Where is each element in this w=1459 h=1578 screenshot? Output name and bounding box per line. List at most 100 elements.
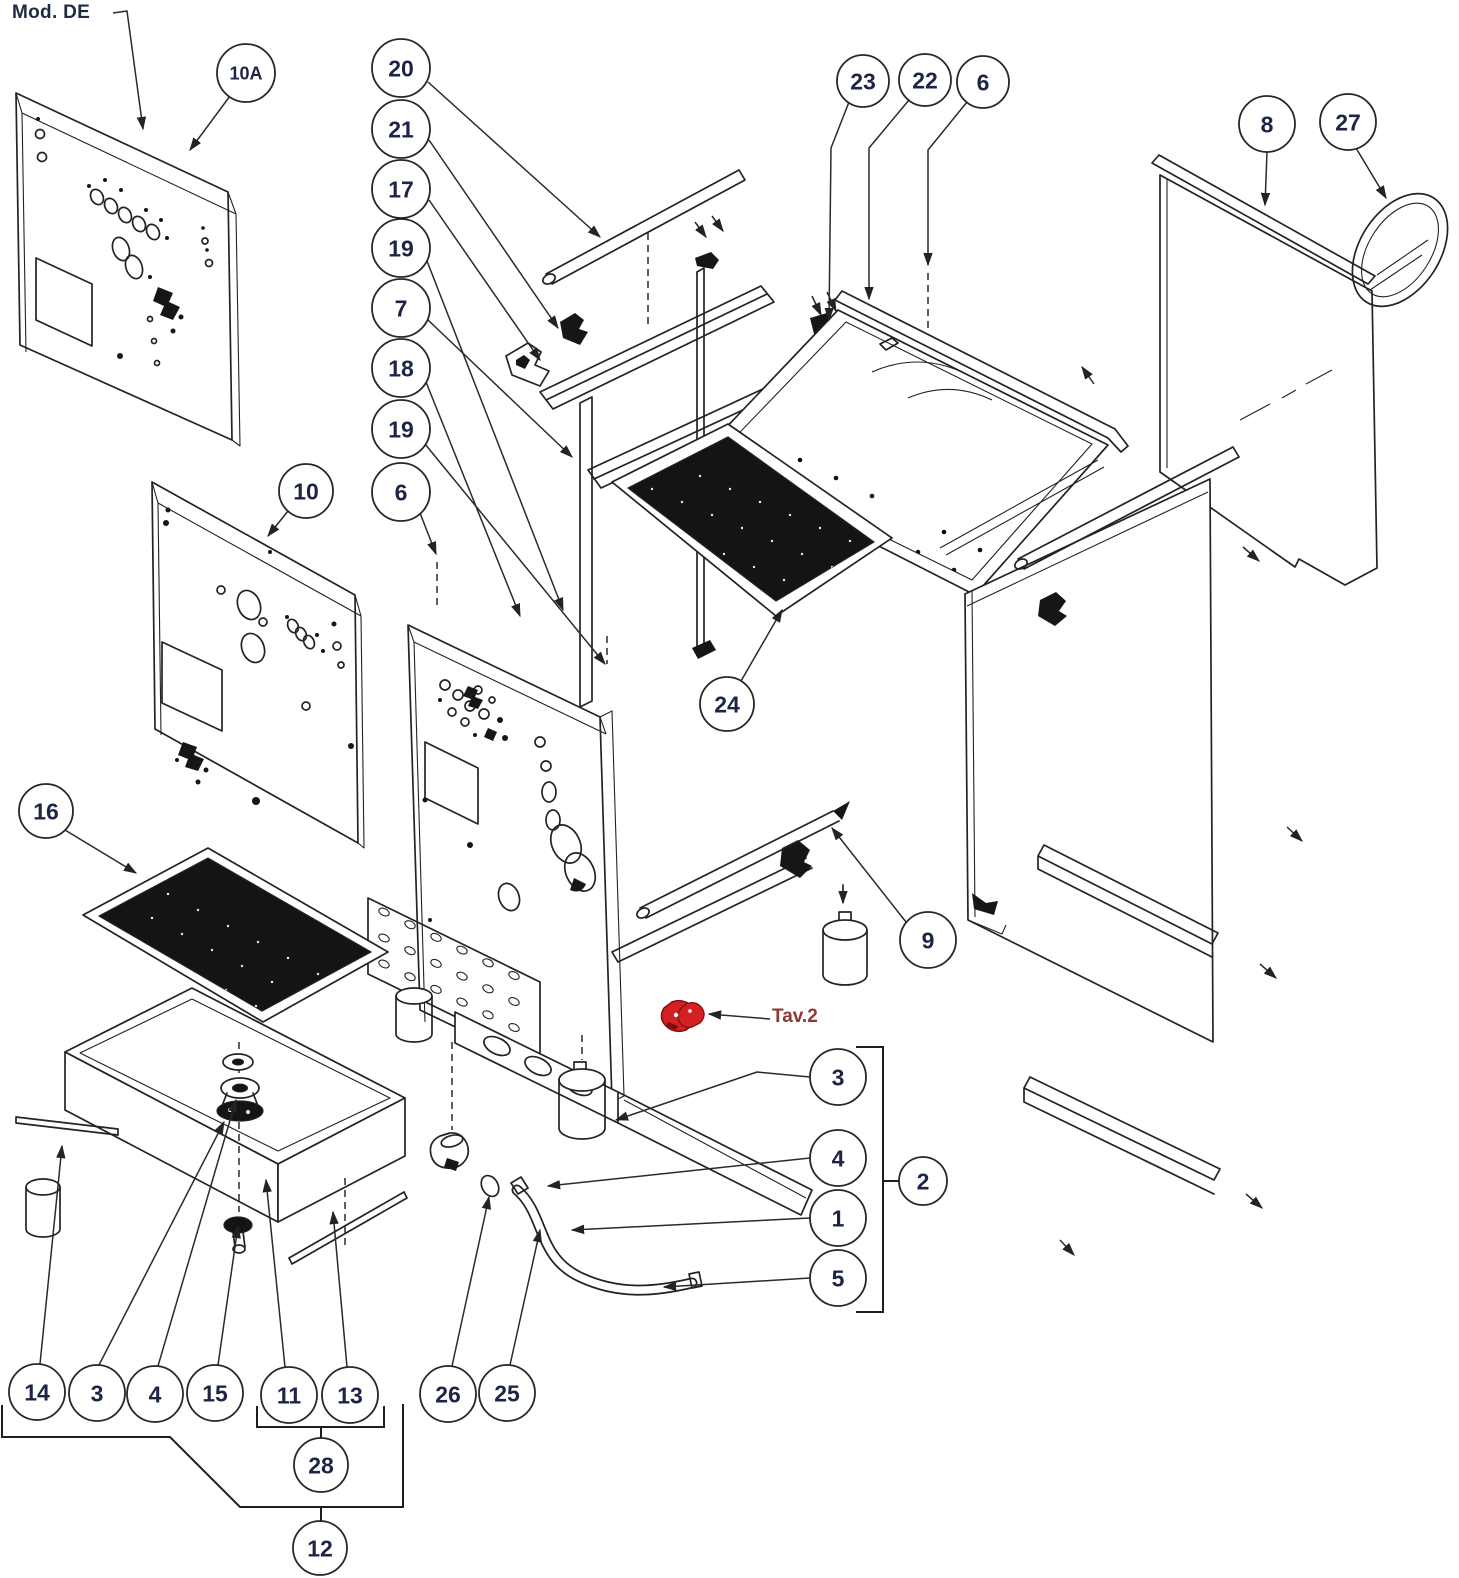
svg-text:8: 8 xyxy=(1261,111,1274,137)
boiler-cylinder-right xyxy=(822,884,868,986)
balloon-16: 16 xyxy=(18,783,138,874)
svg-text:18: 18 xyxy=(388,355,414,381)
leader-15 xyxy=(217,1224,241,1366)
svg-text:28: 28 xyxy=(308,1452,334,1478)
leader-25 xyxy=(509,1228,542,1366)
balloon-23: 23 xyxy=(824,54,890,322)
svg-text:23: 23 xyxy=(850,68,876,94)
rear-mounting-bracket-mid xyxy=(1037,844,1219,958)
drain-elbow-26 xyxy=(429,1042,500,1198)
side-panel-10 xyxy=(151,481,365,849)
balloon-4r: 4 xyxy=(546,1129,867,1190)
svg-text:20: 20 xyxy=(388,55,414,81)
chassis-base xyxy=(367,897,813,1216)
support-rod-20 xyxy=(542,169,746,285)
rear-mounting-bracket-bottom xyxy=(1023,1076,1221,1195)
svg-text:19: 19 xyxy=(388,235,414,261)
screw-arrow-4 xyxy=(1081,365,1095,385)
balloon-27: 27 xyxy=(1319,93,1387,200)
balloon-18: 18 xyxy=(371,338,521,618)
balloon-11: 11 xyxy=(260,1178,318,1424)
leader-21 xyxy=(428,139,559,330)
leader-4b xyxy=(157,1098,238,1367)
leader-5r xyxy=(662,1277,811,1291)
screw-arrow-1 xyxy=(826,291,837,313)
side-panel-10a-mod-de xyxy=(15,92,241,447)
screw-arrow-3 xyxy=(711,215,724,233)
balloon-10a: 10A xyxy=(189,43,276,152)
slide-rail-9 xyxy=(611,840,813,963)
svg-text:21: 21 xyxy=(388,116,414,142)
leader-6b xyxy=(419,512,437,556)
balloon-8: 8 xyxy=(1238,95,1296,207)
balloon-3b: 3 xyxy=(68,1120,225,1422)
balloon-19a: 19 xyxy=(371,218,564,612)
leader-22 xyxy=(864,99,910,301)
screw-arrow-8 xyxy=(1245,1193,1264,1209)
svg-text:9: 9 xyxy=(922,927,935,953)
mounting-bracket-17 xyxy=(505,342,608,664)
balloon-10: 10 xyxy=(267,463,334,538)
balloon-14: 14 xyxy=(8,1144,66,1421)
balloon-9: 9 xyxy=(831,826,957,969)
leader-18 xyxy=(425,381,521,618)
mod-de-label: Mod. DE xyxy=(12,2,91,23)
leader-14 xyxy=(39,1144,66,1365)
svg-text:4: 4 xyxy=(149,1381,162,1407)
brand-badge-27 xyxy=(1351,192,1449,308)
svg-text:22: 22 xyxy=(912,67,938,93)
svg-text:3: 3 xyxy=(91,1380,104,1406)
leader-23 xyxy=(824,101,850,322)
balloon-12: 12 xyxy=(292,1520,348,1576)
balloon-7: 7 xyxy=(371,278,573,458)
trim-strip-13 xyxy=(288,1178,408,1265)
leader-19b xyxy=(424,443,606,666)
small-cylinder-left xyxy=(25,1178,61,1238)
svg-text:16: 16 xyxy=(33,798,59,824)
svg-text:19: 19 xyxy=(388,416,414,442)
svg-text:3: 3 xyxy=(832,1064,845,1090)
svg-text:24: 24 xyxy=(714,691,740,717)
balloon-17: 17 xyxy=(371,159,541,362)
svg-text:17: 17 xyxy=(388,176,414,202)
screw-arrow-7 xyxy=(1259,963,1278,979)
balloon-13: 13 xyxy=(321,1210,379,1424)
back-panel xyxy=(407,624,625,1103)
leader-17 xyxy=(428,199,541,362)
svg-text:2: 2 xyxy=(917,1168,930,1194)
balloon-1r: 1 xyxy=(570,1189,867,1247)
balloon-28: 28 xyxy=(293,1437,349,1493)
group-12-bracket xyxy=(1,1404,404,1508)
screw-arrow-6 xyxy=(1286,826,1303,842)
drip-tray xyxy=(64,987,406,1223)
drain-fitting xyxy=(216,1042,264,1254)
small-cylinder-center xyxy=(395,987,433,1043)
leader-8 xyxy=(1260,151,1271,207)
balloon-19b: 19 xyxy=(371,399,606,666)
leader-19a xyxy=(426,260,564,612)
leader-26 xyxy=(451,1195,492,1367)
balloon-6t: 6 xyxy=(923,55,1010,331)
svg-text:14: 14 xyxy=(24,1379,50,1405)
svg-text:27: 27 xyxy=(1335,109,1361,135)
svg-text:11: 11 xyxy=(277,1382,302,1408)
trim-strip-left xyxy=(15,1116,119,1136)
leader-27 xyxy=(1355,147,1387,200)
balloon-25: 25 xyxy=(478,1228,542,1422)
svg-text:10: 10 xyxy=(293,478,319,504)
svg-text:10A: 10A xyxy=(229,63,262,83)
balloon-3r: 3 xyxy=(614,1048,867,1121)
leader-11 xyxy=(262,1178,286,1368)
balloon-26: 26 xyxy=(419,1195,492,1423)
screw-arrow-9 xyxy=(1059,1239,1075,1256)
leader-16 xyxy=(64,829,138,874)
leader-6t xyxy=(923,101,968,267)
tav2-leader xyxy=(707,1010,771,1020)
svg-text:15: 15 xyxy=(202,1380,228,1406)
balloon-24: 24 xyxy=(699,608,783,732)
leader-1r xyxy=(570,1217,811,1235)
boiler-cylinder-front xyxy=(558,1035,606,1140)
tav2-highlight-part xyxy=(660,999,705,1033)
balloon-20: 20 xyxy=(371,38,602,238)
